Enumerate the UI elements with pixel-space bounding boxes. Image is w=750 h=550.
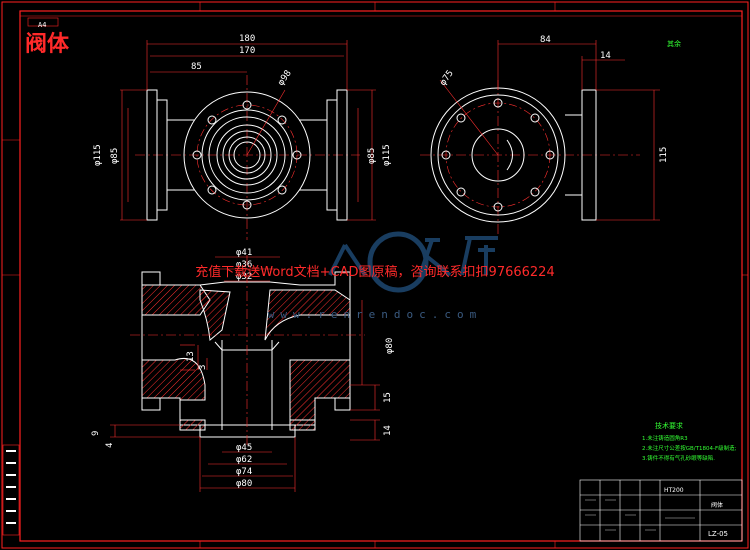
dim-side-width: 84 <box>540 35 551 45</box>
dim-right-bore: φ85 <box>367 148 377 164</box>
section-view-dimensions <box>110 256 380 492</box>
dim-side-height: 115 <box>659 147 669 163</box>
dim-right-flange-outer: φ115 <box>382 144 392 166</box>
sheet-size-label: A4 <box>38 21 47 29</box>
dim-half-length: 85 <box>191 62 202 72</box>
dim-section-d32: φ32 <box>236 272 252 282</box>
dim-section-h14: 14 <box>383 425 393 436</box>
dim-section-h4: 4 <box>105 443 115 448</box>
section-view <box>130 255 365 445</box>
dim-left-flange-outer: φ115 <box>93 144 103 166</box>
dim-bolt-circle-side: φ75 <box>438 69 456 88</box>
tech-req-item-1: 1.未注铸造圆角R3 <box>642 434 688 442</box>
dim-section-d74: φ74 <box>236 467 252 477</box>
side-view <box>420 80 640 235</box>
part-title: 阀体 <box>25 32 70 57</box>
dim-overall-length: 180 <box>239 34 255 44</box>
title-block-drawing-no: LZ-05 <box>708 530 728 538</box>
dim-section-h9: 9 <box>91 431 101 436</box>
dim-section-d45: φ45 <box>236 443 252 453</box>
dim-section-d62: φ62 <box>236 455 252 465</box>
dim-section-h13: 13 <box>186 351 196 362</box>
dim-section-h3: 3 <box>198 365 208 370</box>
dim-section-h15: 15 <box>383 392 393 403</box>
tech-req-heading: 技术要求 <box>655 421 683 430</box>
dim-bolt-circle-front: φ98 <box>276 69 294 88</box>
dim-side-flange-thickness: 14 <box>600 51 611 61</box>
title-block-part: 阀体 <box>711 501 723 509</box>
dim-section-d80: φ80 <box>236 479 252 489</box>
front-view <box>135 75 360 240</box>
dim-section-d36: φ36 <box>236 260 252 270</box>
dim-section-d41: φ41 <box>236 248 252 258</box>
technical-requirements: 技术要求 1.未注铸造圆角R3 2.未注尺寸公差按GB/T1804-F级制造; … <box>642 421 737 462</box>
side-view-dimensions <box>439 40 660 221</box>
title-block-material: HT200 <box>664 487 684 494</box>
front-view-dimensions <box>120 40 376 221</box>
tech-req-item-2: 2.未注尺寸公差按GB/T1804-F级制造; <box>642 444 737 452</box>
title-block <box>579 479 743 542</box>
dim-left-flange-bore: φ85 <box>110 148 120 164</box>
dim-flange-span: 170 <box>239 46 255 56</box>
tech-req-item-3: 3.铸件不得有气孔砂眼等缺陷. <box>642 454 715 462</box>
left-margin-blocks <box>2 444 20 536</box>
dim-section-d80-vertical: φ80 <box>385 338 395 354</box>
watermark-logo <box>328 231 498 293</box>
top-right-mark: 其余 <box>667 39 681 48</box>
